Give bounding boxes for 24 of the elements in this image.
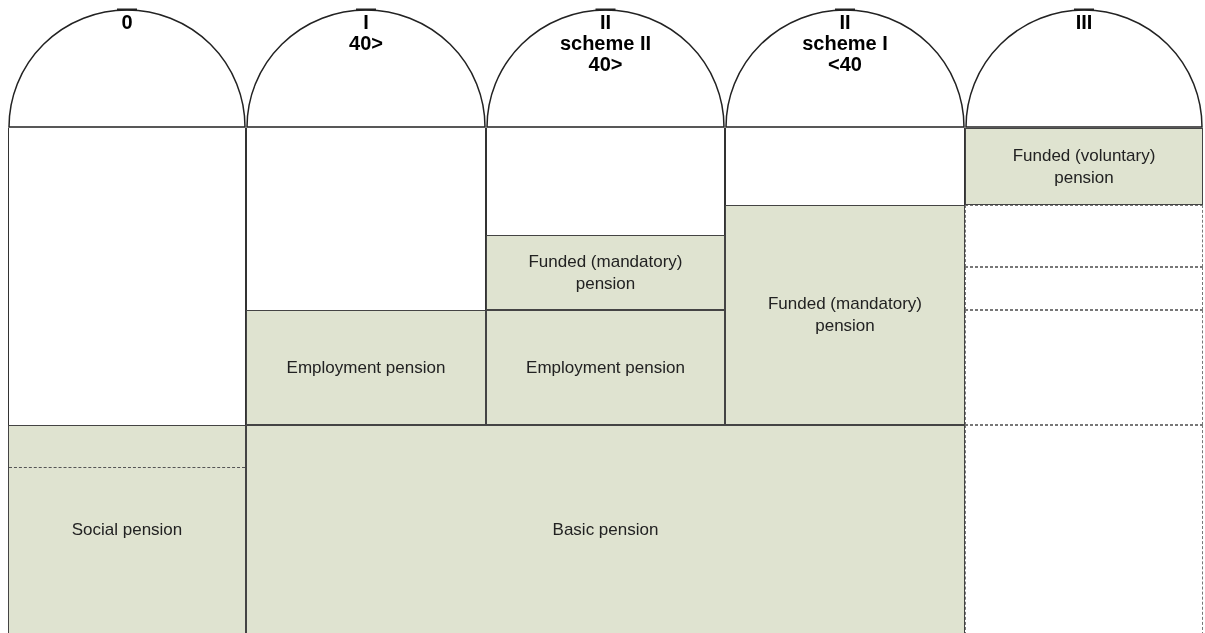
pillar-heading: II bbox=[599, 12, 612, 33]
pillar-heading: III bbox=[1075, 12, 1093, 33]
pillar-heading: 40> bbox=[349, 33, 383, 54]
pillar-heading: II bbox=[839, 12, 851, 33]
pension-label: Funded (voluntary) pension bbox=[1011, 144, 1157, 189]
pillar-heading: scheme II bbox=[559, 33, 652, 54]
pension-label: Employment pension bbox=[286, 356, 446, 379]
pillar-heading: 40> bbox=[588, 54, 623, 75]
pillar-heading: scheme I bbox=[802, 33, 888, 54]
pillar-heading: <40 bbox=[828, 54, 862, 75]
pension-block bbox=[486, 235, 725, 310]
pillar-heading: 0 bbox=[121, 12, 133, 33]
pillar-heading: I bbox=[363, 12, 369, 33]
pension-block bbox=[965, 128, 1203, 205]
pension-label: Social pension bbox=[71, 519, 183, 541]
pension-label: Funded (mandatory) pension bbox=[767, 293, 923, 337]
pension-block bbox=[486, 310, 725, 425]
pension-block bbox=[8, 425, 246, 633]
pension-label: Basic pension bbox=[552, 519, 659, 541]
pension-label: Funded (mandatory) pension bbox=[527, 250, 684, 295]
pension-block bbox=[725, 205, 965, 425]
pension-block bbox=[246, 310, 486, 425]
pension-block bbox=[246, 425, 965, 633]
pension-label: Employment pension bbox=[526, 356, 685, 379]
